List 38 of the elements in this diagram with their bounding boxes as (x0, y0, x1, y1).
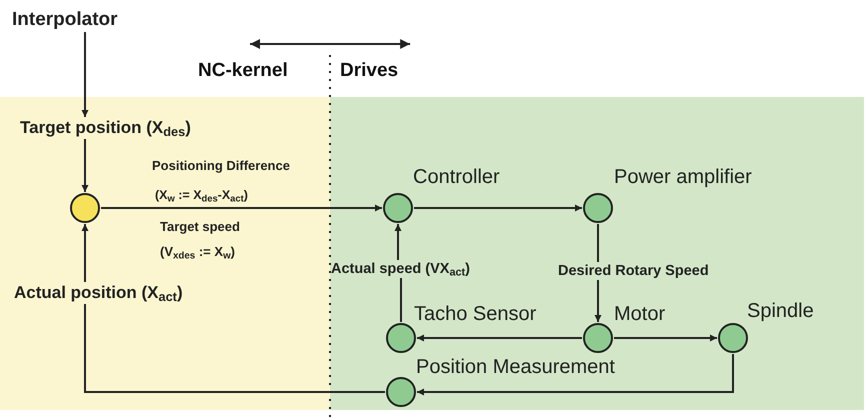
connector-line (84, 304, 385, 393)
arrow (614, 334, 717, 342)
region-heading: NC-kernel (198, 60, 288, 82)
arrow (82, 32, 88, 117)
junction-circle (583, 323, 613, 353)
region-heading: Drives (340, 60, 398, 82)
signal-label: Interpolator (12, 9, 118, 31)
junction-circle (386, 377, 416, 407)
signal-label: Actual speed (VX$_{act}$) (331, 261, 470, 277)
arrow (82, 224, 88, 282)
junction-circle (718, 323, 748, 353)
arrow (82, 139, 88, 192)
annotation-text: (V$_{xdes}$ := X$_{w}$) (160, 244, 235, 259)
node-caption: Spindle (747, 300, 814, 323)
signal-label: Desired Rotary Speed (558, 263, 709, 279)
arrow (101, 204, 382, 212)
arrow (594, 280, 602, 322)
connector-line (400, 278, 402, 322)
connector-line (597, 224, 599, 262)
node-caption: Motor (614, 303, 666, 326)
node-caption: Tacho Sensor (414, 303, 536, 326)
arrow (394, 224, 402, 260)
junction-circle (386, 323, 416, 353)
arrow (417, 354, 734, 396)
junction-circle (583, 193, 613, 223)
node-caption: Controller (413, 166, 500, 189)
node-caption: Power amplifier (614, 166, 752, 189)
arrow (250, 39, 410, 49)
junction-circle (383, 193, 413, 223)
annotation-text: (X$_{w}$ := X$_{des}$-X$_{act}$) (155, 188, 248, 202)
signal-label: Actual position (X$_{act}$) (14, 283, 183, 303)
junction-circle (70, 193, 100, 223)
arrow (414, 204, 582, 212)
signal-label: Target position (X$_{des}$) (20, 118, 191, 138)
arrow (417, 334, 582, 342)
annotation-text: Target speed (160, 219, 240, 234)
node-caption: Position Measurement (416, 356, 615, 379)
annotation-text: Positioning Difference (152, 158, 290, 173)
